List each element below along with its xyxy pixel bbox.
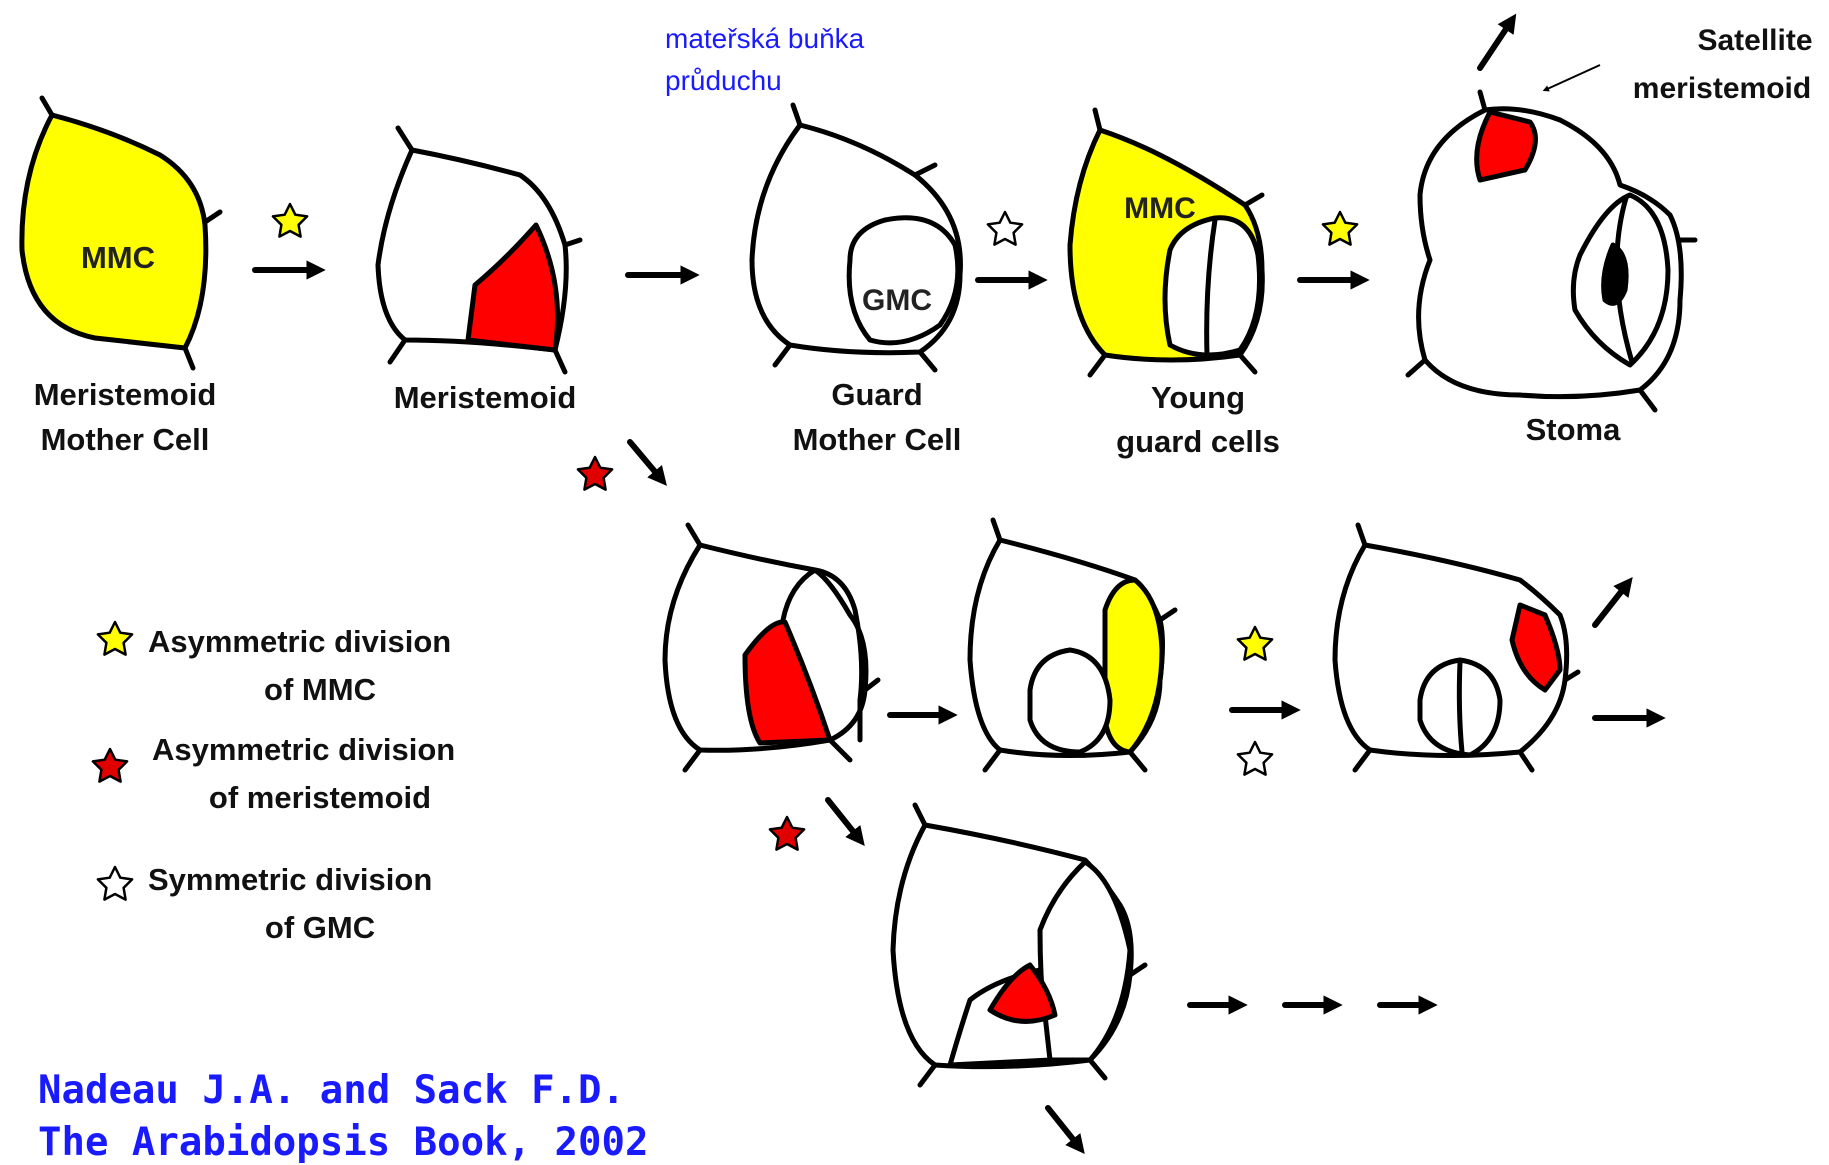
- legend-red-line-2: of meristemoid: [209, 780, 431, 815]
- stoma-caption: Stoma: [1526, 412, 1622, 447]
- red-star-icon: [93, 749, 127, 782]
- arrow-icon: [1480, 20, 1512, 68]
- yellow-star-icon: [98, 622, 132, 655]
- yellow-star-icon: [1238, 627, 1272, 660]
- gmc-cell-label: GMC: [862, 284, 932, 317]
- citation-line-2: The Arabidopsis Book, 2002: [38, 1120, 648, 1165]
- guard-mother-cell-caption-2: Mother Cell: [793, 422, 962, 457]
- legend-yellow-line-2: of MMC: [264, 672, 376, 707]
- legend-white-line-2: of GMC: [265, 910, 375, 945]
- satellite-meristemoid-caption-1: Satellite: [1697, 24, 1812, 57]
- arrow-icon: [630, 442, 662, 480]
- guard-mother-cell-caption-1: Guard: [831, 377, 922, 412]
- yellow-star-icon: [1323, 212, 1357, 245]
- satellite-pointer-line: [1545, 65, 1600, 90]
- meristemoid-cell: [378, 128, 580, 372]
- yellow-star-icon: [273, 204, 307, 237]
- citation-line-1: Nadeau J.A. and Sack F.D.: [38, 1068, 625, 1113]
- tertiary-meristemoid-cell: [893, 805, 1145, 1085]
- meristemoid-mother-cell-caption-2: Mother Cell: [41, 422, 210, 457]
- arrow-icon: [1595, 583, 1628, 625]
- mmc-cell: [22, 98, 220, 368]
- arrow-icon: [1048, 1108, 1080, 1148]
- white-star-icon: [98, 867, 132, 900]
- gmc-cell: [752, 105, 960, 370]
- legend-red-line-1: Asymmetric division: [152, 732, 455, 767]
- secondary-stoma-cell: [1335, 525, 1578, 770]
- satellite-meristemoid-caption-2: meristemoid: [1633, 72, 1811, 105]
- mmc-young-label: MMC: [1124, 192, 1196, 225]
- meristemoid-caption: Meristemoid: [394, 380, 577, 415]
- czech-note-line-2: průduchu: [665, 65, 782, 96]
- young-guard-cells-caption-1: Young: [1151, 380, 1245, 415]
- legend-yellow-line-1: Asymmetric division: [148, 624, 451, 659]
- red-star-icon: [770, 817, 804, 850]
- stoma-cell: [1408, 92, 1695, 410]
- red-star-icon: [578, 457, 612, 490]
- young-guard-cells: [1070, 110, 1262, 375]
- czech-note-line-1: mateřská buňka: [665, 23, 865, 54]
- legend-white-line-1: Symmetric division: [148, 862, 432, 897]
- secondary-gmc-cell: [970, 520, 1175, 770]
- white-star-icon: [988, 212, 1022, 245]
- secondary-meristemoid-cell-1: [665, 525, 878, 770]
- white-star-icon: [1238, 742, 1272, 775]
- mmc-cell-label: MMC: [81, 240, 155, 275]
- arrow-icon: [828, 800, 860, 840]
- young-guard-cells-caption-2: guard cells: [1116, 424, 1280, 459]
- meristemoid-mother-cell-caption-1: Meristemoid: [34, 377, 217, 412]
